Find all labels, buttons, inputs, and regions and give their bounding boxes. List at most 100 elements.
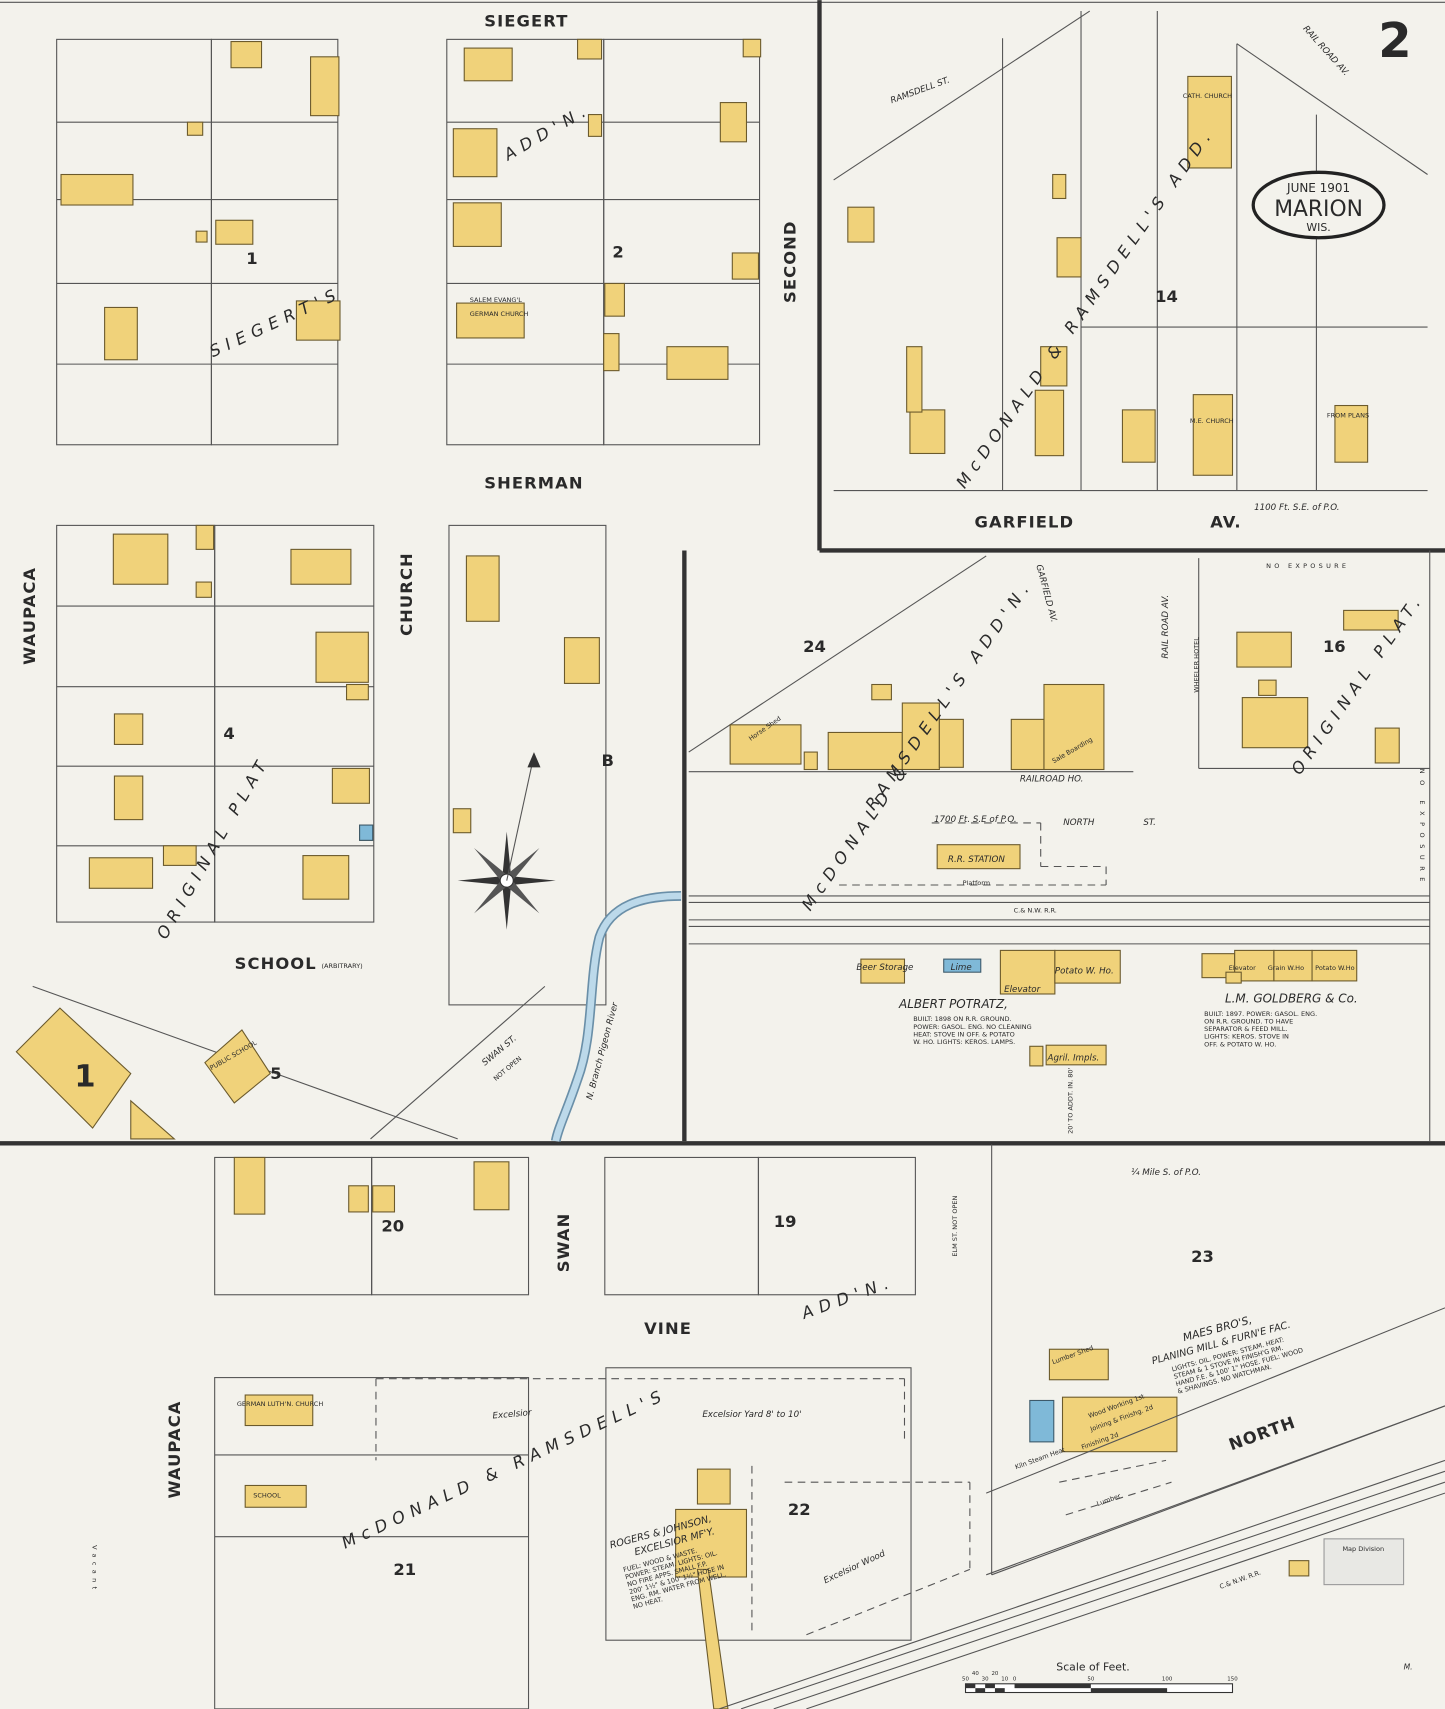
building-frame	[1273, 949, 1313, 982]
street-sherman: SHERMAN	[484, 473, 583, 492]
owner-goldberg-note: ON R.R. GROUND. TO HAVE	[1204, 1017, 1293, 1025]
block-number: 16	[1323, 637, 1346, 656]
label-cath-church: CATH. CHURCH	[1183, 92, 1232, 100]
label-elevator: Elevator	[1004, 985, 1041, 995]
building-frame	[244, 1484, 307, 1508]
addition-mcdonald-bottom-addn: ADD'N.	[798, 1272, 897, 1324]
building-frame	[1121, 409, 1156, 463]
building-frame	[331, 767, 370, 804]
block-number: 19	[774, 1212, 797, 1231]
block-number: 2	[612, 242, 623, 261]
building-frame	[731, 252, 760, 280]
scale-title: Scale of Feet.	[1056, 1661, 1129, 1674]
street-garfield-av-mid: GARFIELD AV.	[1033, 564, 1058, 624]
note-no-exposure-side: NO EXPOSURE	[1418, 769, 1426, 888]
note-from-plans: FROM PLANS	[1327, 412, 1369, 420]
label-german-luth-church: GERMAN LUTH'N. CHURCH	[237, 1400, 323, 1408]
scale-tick-label: 100	[1162, 1677, 1173, 1683]
scale-tick-label: 50	[1087, 1677, 1094, 1683]
building-frame	[1040, 346, 1068, 387]
building-frame	[113, 775, 144, 821]
building-frame	[1052, 173, 1067, 200]
street-ramsdell: RAMSDELL ST.	[889, 76, 951, 107]
building-frame	[1374, 727, 1400, 764]
building-frame	[215, 219, 254, 245]
building-stone	[359, 824, 374, 841]
dashed-outline	[806, 1568, 971, 1636]
street-north-st: NORTH	[1063, 818, 1095, 828]
block-outline	[604, 1156, 760, 1296]
street-north-st-suffix: ST.	[1143, 818, 1156, 828]
street-north-bottom: NORTH	[1226, 1413, 1298, 1455]
owner-potratz-note: HEAT: STOVE IN OFF. & POTATO	[913, 1030, 1015, 1038]
building-frame	[1236, 631, 1292, 668]
building-frame	[1061, 1396, 1178, 1453]
label-elevator-2: Elevator	[1229, 964, 1256, 972]
label-agril-impls: Agril. Impls.	[1047, 1053, 1100, 1063]
building-frame	[1045, 1044, 1107, 1066]
building-frame	[860, 958, 906, 984]
owner-goldberg-note: BUILT: 1897. POWER: GASOL. ENG.	[1204, 1010, 1317, 1018]
block-number: 23	[1191, 1247, 1214, 1266]
street-railroad-av-mid: RAIL ROAD AV.	[1161, 595, 1171, 659]
building-frame	[186, 121, 204, 136]
street-garfield: GARFIELD	[975, 513, 1075, 532]
building-frame	[104, 306, 138, 361]
building-frame	[1010, 718, 1045, 771]
building-frame	[871, 683, 892, 701]
building-frame	[1056, 237, 1082, 278]
lot-line	[1236, 43, 1428, 175]
note-dims: 20' TO ADDT. IN. 80'	[1066, 1067, 1074, 1133]
owner-potratz-note: W. HO. LIGHTS: KEROS. LAMPS.	[913, 1038, 1015, 1046]
building-frame	[372, 1185, 396, 1213]
building-frame	[719, 102, 748, 143]
label-railroad-ho: RAILROAD HO.	[1020, 774, 1084, 784]
building-frame	[295, 300, 341, 341]
label-grain-wh: Grain W.Ho	[1268, 964, 1304, 972]
building-flume	[696, 1568, 729, 1709]
building-frame	[162, 845, 197, 866]
building-frame	[310, 56, 340, 117]
street-vine: VINE	[644, 1319, 692, 1338]
building-frame	[827, 731, 903, 771]
label-beer-storage: Beer Storage	[856, 963, 913, 973]
block-number: 14	[1155, 287, 1178, 306]
block-number: 5	[270, 1064, 281, 1083]
label-excelsior-yard: Excelsior Yard 8' to 10'	[702, 1410, 801, 1420]
building-frame	[1258, 679, 1277, 696]
block-outline	[605, 1367, 912, 1641]
addition-mcdonald-top: McDONALD & RAMSDELL'S ADD.	[952, 123, 1218, 491]
sheet-number: 2	[1378, 14, 1411, 69]
building-frame	[729, 724, 802, 765]
building-frame	[302, 855, 350, 900]
building-frame	[452, 202, 502, 247]
map-division-stamp: Map Division	[1323, 1538, 1405, 1586]
owner-potratz-note: POWER: GASOL. ENG. NO CLEANING	[913, 1023, 1031, 1031]
map-town: MARION	[1274, 197, 1363, 222]
addition-siegert-addn: ADD'N.	[500, 99, 595, 165]
dashed-outline	[1059, 1459, 1167, 1483]
building-frame	[742, 38, 762, 58]
label-platform: Platform	[963, 879, 990, 887]
rr-label-bottom: C.& N.W. R.R.	[1218, 1569, 1261, 1591]
street-garfield-av: AV.	[1210, 513, 1242, 532]
building-frame	[345, 683, 369, 701]
building-frame	[1241, 697, 1309, 749]
building-frame	[577, 38, 603, 60]
building-stone-boiler	[1029, 1399, 1055, 1443]
street-waupaca-top: WAUPACA	[20, 567, 39, 665]
owner-potratz: ALBERT POTRATZ,	[898, 997, 1008, 1011]
building-frame	[290, 548, 352, 585]
building-frame	[1343, 609, 1399, 631]
block-number: 24	[803, 637, 826, 656]
street-church: CHURCH	[397, 552, 416, 636]
building-frame	[847, 206, 875, 243]
label-excelsior: Excelsior	[492, 1408, 533, 1421]
building-frame	[452, 808, 472, 834]
note-distance-2: 1700 Ft. S.E of P.O.	[934, 815, 1017, 825]
building-frame	[803, 751, 818, 771]
street-second: SECOND	[781, 220, 800, 303]
map-maker-initial: M.	[1404, 1663, 1413, 1672]
